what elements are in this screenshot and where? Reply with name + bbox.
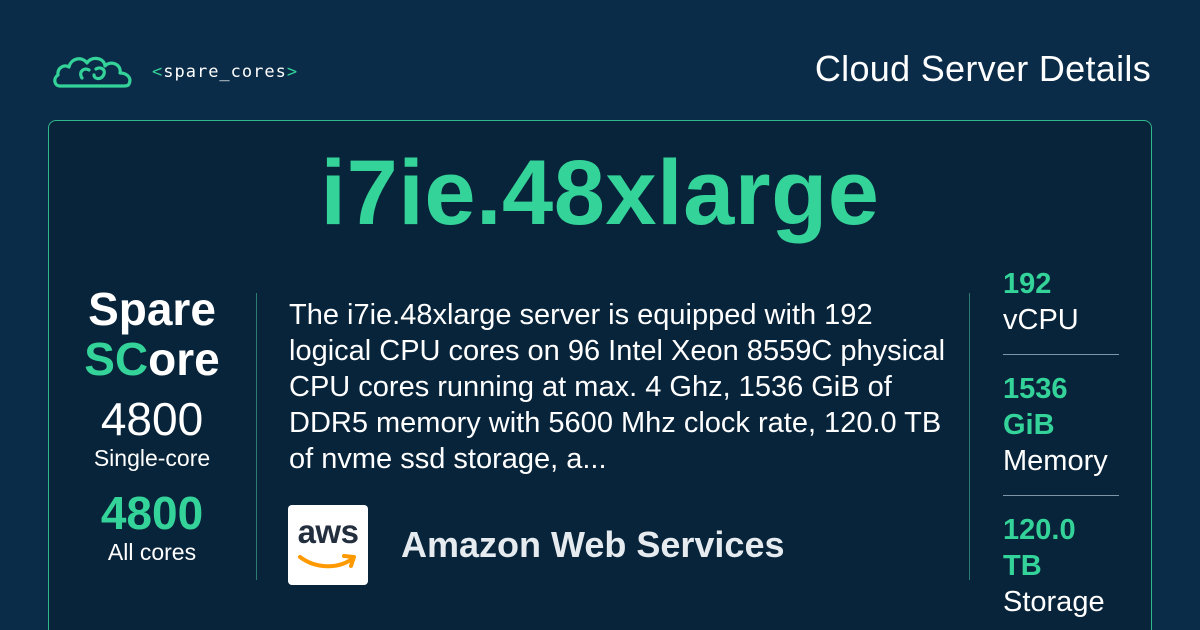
- specs-panel: 192 vCPU 1536 GiB Memory 120.0 TB Storag…: [1003, 266, 1119, 620]
- divider-left: [256, 293, 257, 580]
- spec-vcpu: 192 vCPU: [1003, 266, 1119, 338]
- server-name: i7ie.48xlarge: [320, 142, 880, 244]
- server-card: [48, 120, 1152, 630]
- spec-memory: 1536 GiB Memory: [1003, 371, 1119, 479]
- single-core-label: Single-core: [93, 445, 211, 471]
- all-cores-score: 4800: [100, 487, 204, 539]
- spec-value: 120.0 TB: [1003, 514, 1076, 582]
- server-description: The i7ie.48xlarge server is equipped wit…: [289, 299, 946, 475]
- single-core-score: 4800: [100, 393, 204, 445]
- sparescore-logo-line2: SCore: [48, 334, 256, 384]
- spec-label: Memory: [1003, 445, 1108, 477]
- spec-storage: 120.0 TB Storage: [1003, 512, 1119, 620]
- spec-divider: [1003, 495, 1119, 496]
- brand-close-bracket: >: [286, 62, 299, 82]
- header: <spare_cores> Cloud Server Details: [0, 0, 1200, 120]
- aws-smile-icon: [298, 554, 356, 569]
- divider-right: [969, 293, 970, 580]
- sparescore-panel: Spare SCore 4800 Single-core 4800 All co…: [48, 284, 256, 566]
- brand-open-bracket: <: [152, 62, 164, 82]
- all-cores-label: All cores: [107, 539, 197, 565]
- spare-cores-logo-icon: [53, 56, 132, 88]
- sparescore-logo-rest: ore: [148, 333, 220, 385]
- vendor-name: Amazon Web Services: [401, 524, 785, 565]
- brand-name: <spare_cores>: [152, 62, 298, 82]
- brand-text: spare_cores: [163, 62, 287, 82]
- page-title: Cloud Server Details: [814, 48, 1151, 89]
- aws-logo-icon: aws: [288, 505, 368, 585]
- spec-value: 1536 GiB: [1003, 373, 1068, 441]
- aws-logo-text: aws: [297, 513, 359, 550]
- spec-value: 192: [1003, 268, 1052, 300]
- sparescore-logo-highlight: SC: [84, 333, 149, 385]
- spec-label: vCPU: [1003, 304, 1079, 336]
- spec-divider: [1003, 354, 1119, 355]
- sparescore-logo-line1: Spare: [88, 283, 216, 335]
- spec-label: Storage: [1003, 586, 1105, 618]
